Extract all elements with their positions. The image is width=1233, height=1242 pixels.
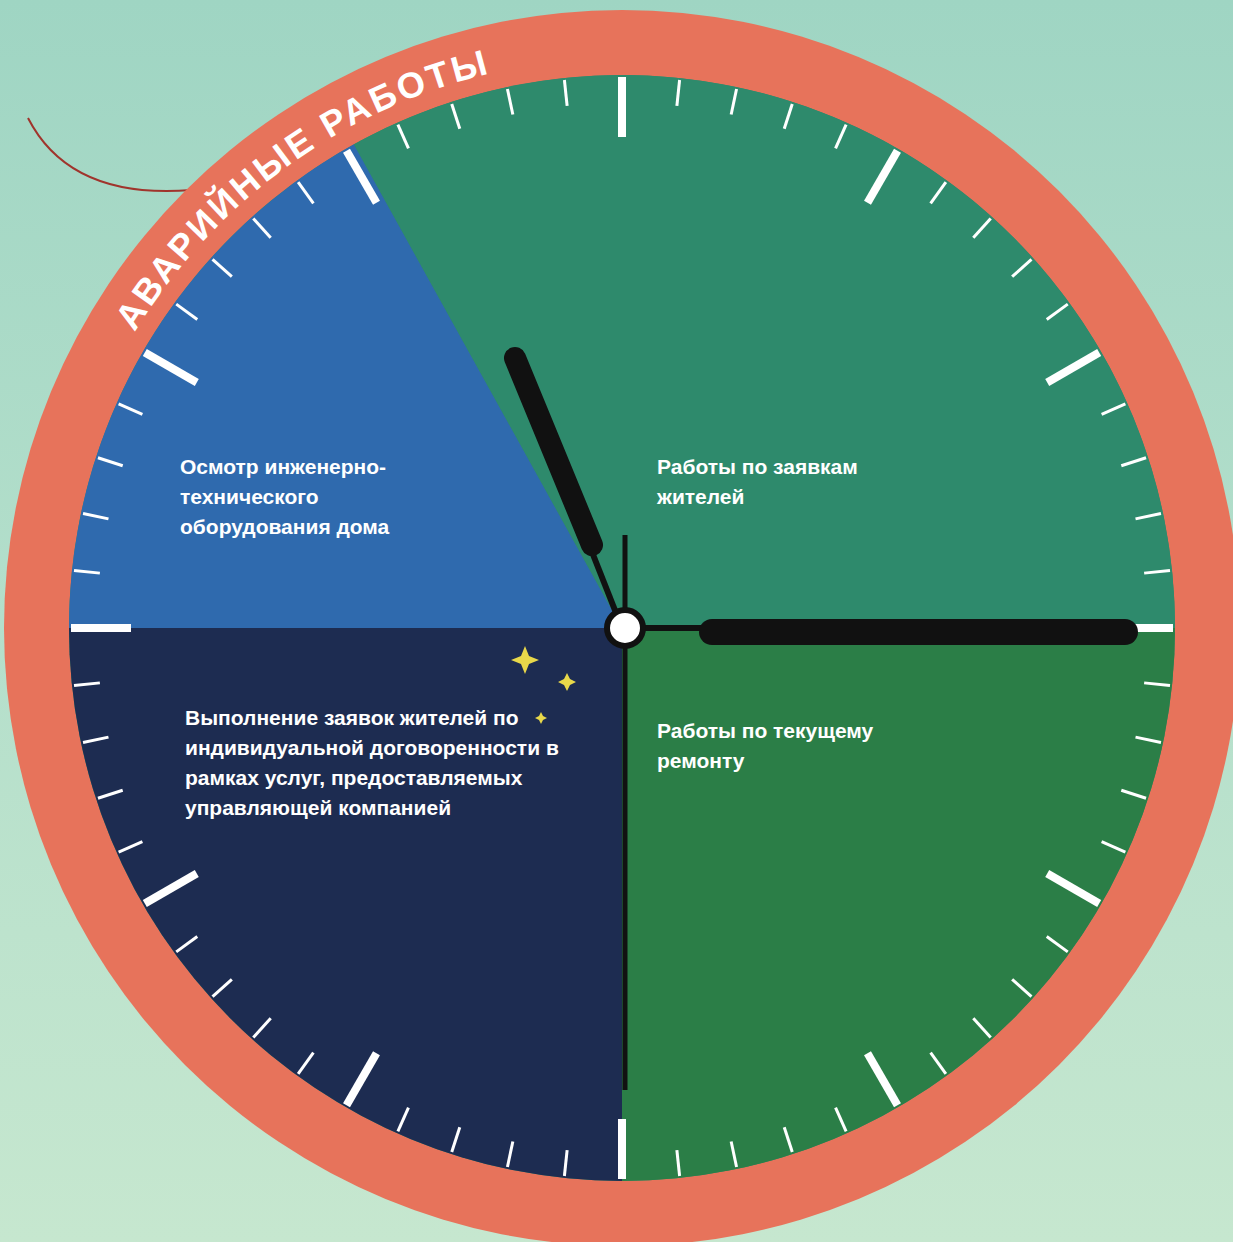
second-hand (623, 535, 628, 1090)
hour-hand (515, 358, 592, 545)
clock-sector: Работы по заявкам жителей (353, 75, 1175, 628)
minute-hand-stem (622, 625, 710, 631)
tick-mark (618, 1119, 626, 1179)
tick-mark (1012, 979, 1031, 996)
sector-label: Осмотр инженерно-технического оборудован… (180, 452, 450, 542)
tick-mark (213, 259, 232, 276)
tick-mark (564, 80, 567, 106)
clock-sector: Работы по текущему ремонту (622, 628, 1175, 1181)
tick-mark (98, 790, 123, 798)
sector-label: Выполнение заявок жителей по индивидуаль… (185, 703, 580, 823)
tick-mark (1136, 513, 1161, 518)
tick-mark (74, 570, 100, 573)
hour-hand-stem (592, 552, 622, 628)
tick-mark (784, 1127, 792, 1152)
tick-mark (398, 1108, 409, 1132)
tick-mark (213, 979, 232, 996)
tick-mark (564, 1150, 567, 1176)
tick-mark (1047, 304, 1068, 319)
tick-mark (1113, 624, 1173, 632)
tick-mark (973, 1018, 990, 1037)
text-slot: Работы по заявкам жителей (657, 452, 927, 512)
tick-mark (868, 151, 898, 203)
tick-mark (347, 1053, 377, 1105)
tick-mark (119, 842, 143, 853)
tick-mark (119, 404, 143, 415)
text-slot: Выполнение заявок жителей по индивидуаль… (185, 703, 580, 823)
tick-mark (176, 937, 197, 952)
tick-mark (731, 1142, 736, 1167)
tick-mark (731, 89, 736, 114)
tick-mark (1102, 842, 1126, 853)
tick-mark (83, 737, 108, 742)
tick-mark (1121, 790, 1146, 798)
tick-mark (298, 182, 313, 203)
tick-mark (452, 104, 460, 129)
tick-mark (1144, 683, 1170, 686)
tick-mark (71, 624, 131, 632)
tick-mark (452, 1127, 460, 1152)
tick-mark (298, 1053, 313, 1074)
star (511, 646, 539, 674)
tick-mark (347, 151, 377, 203)
sector-fill (354, 75, 1175, 628)
clock-rim (4, 10, 1233, 1242)
tick-mark (931, 182, 946, 203)
tick-marks (71, 77, 1173, 1179)
sector-label: Работы по текущему ремонту (657, 716, 957, 776)
tick-mark (253, 1018, 270, 1037)
tick-mark (176, 304, 197, 319)
tick-mark (836, 1108, 847, 1132)
tick-mark (1047, 874, 1099, 904)
tick-mark (507, 1142, 512, 1167)
sector-shape (622, 628, 1175, 1181)
star (535, 712, 547, 724)
tick-mark (973, 219, 990, 238)
tick-mark (398, 125, 409, 149)
decor-curve (28, 118, 192, 191)
tick-mark (1012, 259, 1031, 276)
sector-fill (622, 628, 1175, 1181)
tick-mark (1047, 937, 1068, 952)
tick-mark (677, 1150, 680, 1176)
tick-mark (677, 80, 680, 106)
star (558, 673, 576, 691)
minute-hand (712, 619, 1125, 645)
text-slot: Работы по текущему ремонту (657, 716, 957, 776)
sector-fill (69, 628, 622, 1181)
hand-pivot (607, 610, 643, 646)
tick-mark (784, 104, 792, 129)
tick-mark (868, 1053, 898, 1105)
tick-mark (83, 513, 108, 518)
tick-mark (618, 77, 626, 137)
tick-mark (74, 683, 100, 686)
tick-mark (507, 89, 512, 114)
sector-label: Работы по заявкам жителей (657, 452, 927, 512)
tick-mark (1136, 737, 1161, 742)
clock-sector: Выполнение заявок жителей по индивидуаль… (69, 628, 623, 1181)
tick-mark (1047, 353, 1099, 383)
stars (511, 646, 576, 724)
tick-mark (836, 125, 847, 149)
tick-mark (98, 458, 123, 466)
tick-mark (1102, 404, 1126, 415)
text-slot: Осмотр инженерно-технического оборудован… (180, 452, 450, 542)
tick-mark (1121, 458, 1146, 466)
tick-mark (253, 219, 270, 238)
tick-mark (1144, 570, 1170, 573)
tick-mark (931, 1053, 946, 1074)
tick-mark (145, 874, 197, 904)
clock-face (69, 75, 1175, 1181)
sector-shape (353, 75, 1175, 628)
tick-mark (145, 353, 197, 383)
